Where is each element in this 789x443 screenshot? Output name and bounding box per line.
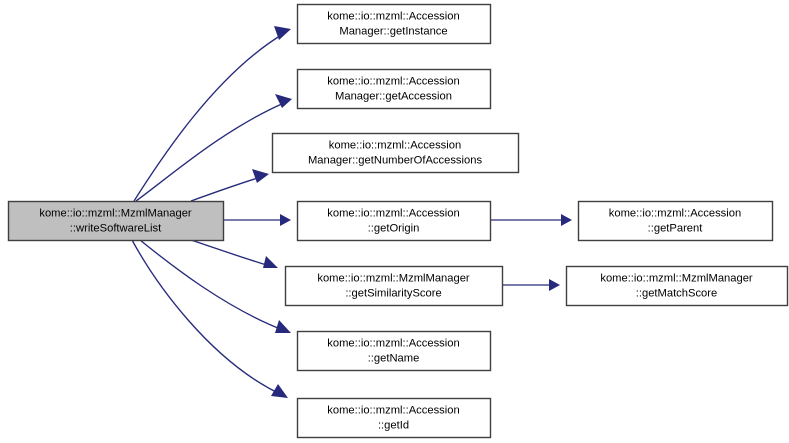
edge-writeSoftwareList-to-getAccession: [135, 94, 292, 202]
node-label-line2: Manager::getAccession: [335, 90, 452, 102]
node-getNumberOfAccessions[interactable]: kome::io::mzml::AccessionManager::getNum…: [271, 132, 520, 174]
node-label-line2: ::writeSoftwareList: [70, 222, 162, 234]
edge-writeSoftwareList-to-getInstance: [133, 26, 291, 202]
node-getMatchScore[interactable]: kome::io::mzml::MzmlManager::getMatchSco…: [565, 265, 789, 307]
node-box[interactable]: [284, 265, 504, 307]
edge-getSimilarityScore-to-getMatchScore: [502, 279, 560, 291]
node-writeSoftwareList[interactable]: kome::io::mzml::MzmlManager::writeSoftwa…: [7, 200, 225, 242]
edge-writeSoftwareList-to-getOrigin: [223, 214, 291, 226]
node-label-line2: ::getMatchScore: [636, 287, 717, 299]
arrowhead-icon: [280, 214, 291, 226]
arrowhead-icon: [274, 26, 291, 40]
node-getOrigin[interactable]: kome::io::mzml::Accession::getOrigin: [296, 200, 492, 242]
edge-line: [190, 239, 271, 267]
node-label-line1: kome::io::mzml::Accession: [609, 207, 741, 219]
node-getParent[interactable]: kome::io::mzml::Accession::getParent: [577, 200, 774, 242]
edge-line: [139, 239, 284, 331]
edge-writeSoftwareList-to-getNumberOfAccessions: [190, 169, 269, 202]
edges-layer: [131, 26, 572, 398]
nodes-layer: kome::io::mzml::MzmlManager::writeSoftwa…: [7, 3, 789, 439]
node-box[interactable]: [296, 397, 492, 439]
node-label-line2: ::getParent: [648, 222, 704, 234]
arrowhead-icon: [263, 256, 278, 268]
node-label-line1: kome::io::mzml::Accession: [327, 75, 459, 87]
node-box[interactable]: [296, 330, 492, 372]
edge-writeSoftwareList-to-getId: [131, 239, 288, 398]
node-box[interactable]: [296, 3, 492, 45]
edge-writeSoftwareList-to-getName: [139, 239, 291, 333]
arrowhead-icon: [252, 169, 269, 183]
edge-line: [190, 176, 262, 202]
node-label-line1: kome::io::mzml::MzmlManager: [600, 272, 753, 284]
node-box[interactable]: [565, 265, 789, 307]
arrowhead-icon: [271, 384, 288, 398]
node-getSimilarityScore[interactable]: kome::io::mzml::MzmlManager::getSimilari…: [284, 265, 504, 307]
edge-writeSoftwareList-to-getSimilarityScore: [190, 239, 278, 268]
node-label-line2: ::getName: [368, 352, 420, 364]
node-label-line1: kome::io::mzml::Accession: [327, 207, 459, 219]
node-label-line1: kome::io::mzml::MzmlManager: [39, 207, 192, 219]
node-getId[interactable]: kome::io::mzml::Accession::getId: [296, 397, 492, 439]
edge-line: [135, 102, 285, 202]
node-label-line1: kome::io::mzml::Accession: [327, 337, 459, 349]
node-getAccession[interactable]: kome::io::mzml::AccessionManager::getAcc…: [296, 68, 492, 110]
node-label-line2: Manager::getInstance: [339, 25, 447, 37]
arrowhead-icon: [275, 94, 292, 108]
node-getName[interactable]: kome::io::mzml::Accession::getName: [296, 330, 492, 372]
node-box[interactable]: [577, 200, 774, 242]
edge-line: [133, 33, 284, 202]
node-label-line2: ::getSimilarityScore: [345, 287, 441, 299]
node-label-line1: kome::io::mzml::Accession: [327, 404, 459, 416]
node-box[interactable]: [296, 200, 492, 242]
node-label-line2: ::getOrigin: [368, 222, 420, 234]
arrowhead-icon: [549, 279, 560, 291]
node-label-line2: Manager::getNumberOfAccessions: [308, 154, 483, 166]
edge-getOrigin-to-getParent: [490, 214, 572, 226]
node-box[interactable]: [296, 68, 492, 110]
node-label-line1: kome::io::mzml::MzmlManager: [317, 272, 470, 284]
arrowhead-icon: [561, 214, 572, 226]
node-box[interactable]: [7, 200, 225, 242]
node-box[interactable]: [271, 132, 520, 174]
node-label-line1: kome::io::mzml::Accession: [327, 10, 459, 22]
node-getInstance[interactable]: kome::io::mzml::AccessionManager::getIns…: [296, 3, 492, 45]
arrowhead-icon: [275, 320, 291, 333]
edge-line: [131, 239, 281, 395]
node-label-line1: kome::io::mzml::Accession: [329, 139, 461, 151]
node-label-line2: ::getId: [378, 419, 409, 431]
